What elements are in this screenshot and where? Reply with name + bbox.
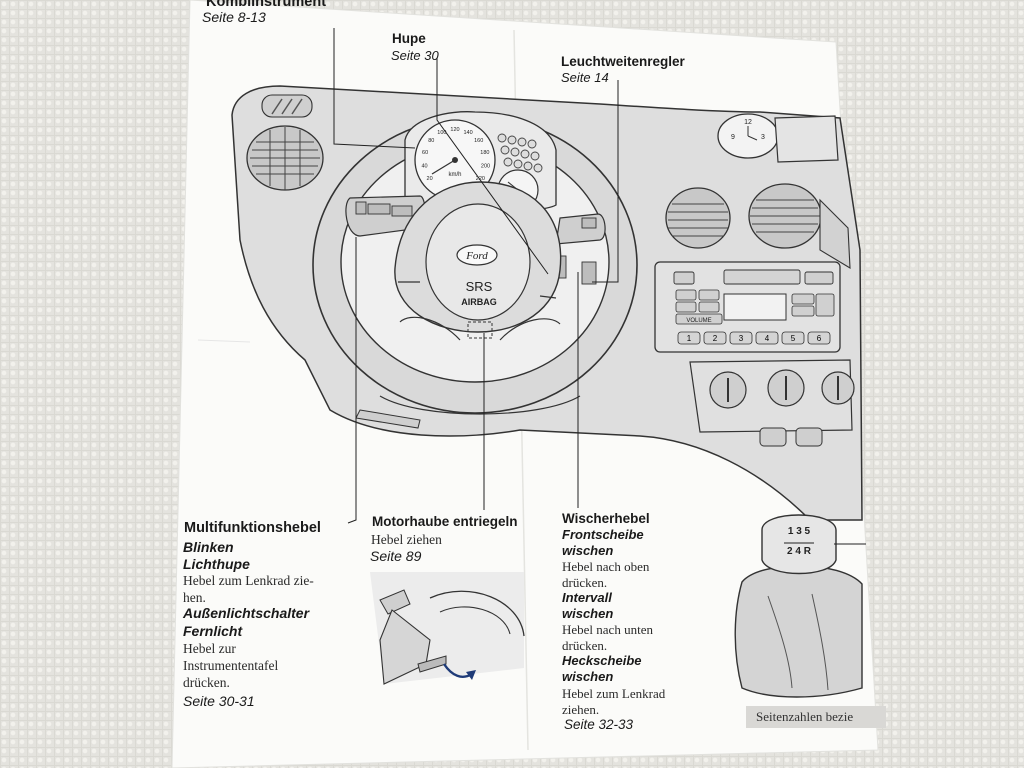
radio-preset-buttons: 1 2 3 4 5 6 [677, 331, 831, 345]
gear-shift-boot [734, 565, 863, 698]
label-wischer-page: Seite 32-33 [564, 717, 634, 732]
label-blinken: Blinken [183, 539, 234, 555]
label-heckscheibe-wischen: wischen [562, 669, 614, 684]
clock-12: 12 [744, 119, 752, 126]
gear-knob [761, 514, 837, 575]
label-front-desc-a: Hebel nach oben [562, 559, 650, 574]
label-multi-page: Seite 30-31 [183, 693, 255, 709]
radio-preset-4 [755, 331, 779, 345]
label-kombiinstrument: Kombiinstrument [206, 0, 327, 10]
label-heck-desc-a: Hebel zum Lenkrad [562, 686, 666, 701]
brand-text: Ford [465, 250, 488, 262]
bonnet-release-marker [467, 321, 493, 339]
label-int-desc-a: Hebel nach unten [562, 622, 653, 637]
label-intervall-wischen: wischen [562, 606, 614, 621]
label-kombiinstrument-page: Seite 8-13 [202, 9, 266, 25]
label-leuchtweitenregler-page: Seite 14 [561, 70, 609, 85]
label-multi-desc-2c: drücken. [183, 675, 230, 690]
radio-preset-5 [781, 331, 805, 345]
ford-logo [456, 244, 498, 266]
label-aussenlichtschalter: Außenlichtschalter [183, 605, 310, 621]
label-fernlicht: Fernlicht [183, 623, 243, 639]
gear-pattern-bottom: 2 4 R [787, 546, 812, 557]
radio-preset-1 [677, 331, 701, 345]
label-motorhaube-desc: Hebel ziehen [371, 532, 442, 547]
radio-preset-4-label: 4 [765, 334, 770, 343]
label-frontscheibe-wischen: wischen [562, 543, 614, 558]
gear-pattern-top: 1 3 5 [788, 526, 811, 537]
label-hupe: Hupe [392, 31, 426, 46]
label-intervall: Intervall [562, 590, 612, 605]
label-int-desc-b: drücken. [562, 638, 608, 653]
label-motorhaube-page: Seite 89 [370, 548, 422, 564]
radio-preset-3 [729, 331, 753, 345]
label-hupe-page: Seite 30 [391, 48, 439, 63]
radio-preset-5-label: 5 [791, 334, 796, 343]
label-multifunktionshebel: Multifunktionshebel [184, 520, 321, 536]
airbag-text: AIRBAG [461, 297, 497, 307]
clock-3: 3 [761, 134, 765, 141]
label-multi-desc-2b: Instrumententafel [183, 658, 279, 673]
radio-preset-6-label: 6 [817, 334, 822, 343]
radio-preset-2-label: 2 [713, 334, 718, 343]
center-air-vents [665, 183, 822, 249]
label-multi-desc-2a: Hebel zur [183, 641, 236, 656]
label-frontscheibe: Frontscheibe [562, 527, 644, 542]
footer-page-reference: Seitenzahlen bezie [746, 706, 886, 728]
label-wischerhebel: Wischerhebel [562, 511, 650, 526]
radio-preset-6 [807, 331, 831, 345]
radio-preset-1-label: 1 [687, 334, 692, 343]
radio-preset-3-label: 3 [739, 334, 744, 343]
airbag-srs-text: SRS [466, 279, 493, 294]
label-leuchtweitenregler: Leuchtweitenregler [561, 54, 685, 69]
wiper-stalk [555, 213, 606, 245]
label-multi-desc-1a: Hebel zum Lenkrad zie- [183, 573, 314, 588]
label-motorhaube: Motorhaube entriegeln [372, 514, 518, 529]
radio-volume-label: VOLUME [686, 318, 711, 324]
radio-preset-2 [703, 331, 727, 345]
label-lichthupe: Lichthupe [183, 556, 250, 572]
bonnet-release-detail [370, 572, 525, 685]
label-front-desc-b: drücken. [562, 575, 608, 590]
label-heck-desc-b: ziehen. [562, 702, 600, 717]
label-heckscheibe: Heckscheibe [562, 653, 642, 668]
clock-9: 9 [731, 134, 735, 141]
label-multi-desc-1b: hen. [183, 590, 206, 605]
